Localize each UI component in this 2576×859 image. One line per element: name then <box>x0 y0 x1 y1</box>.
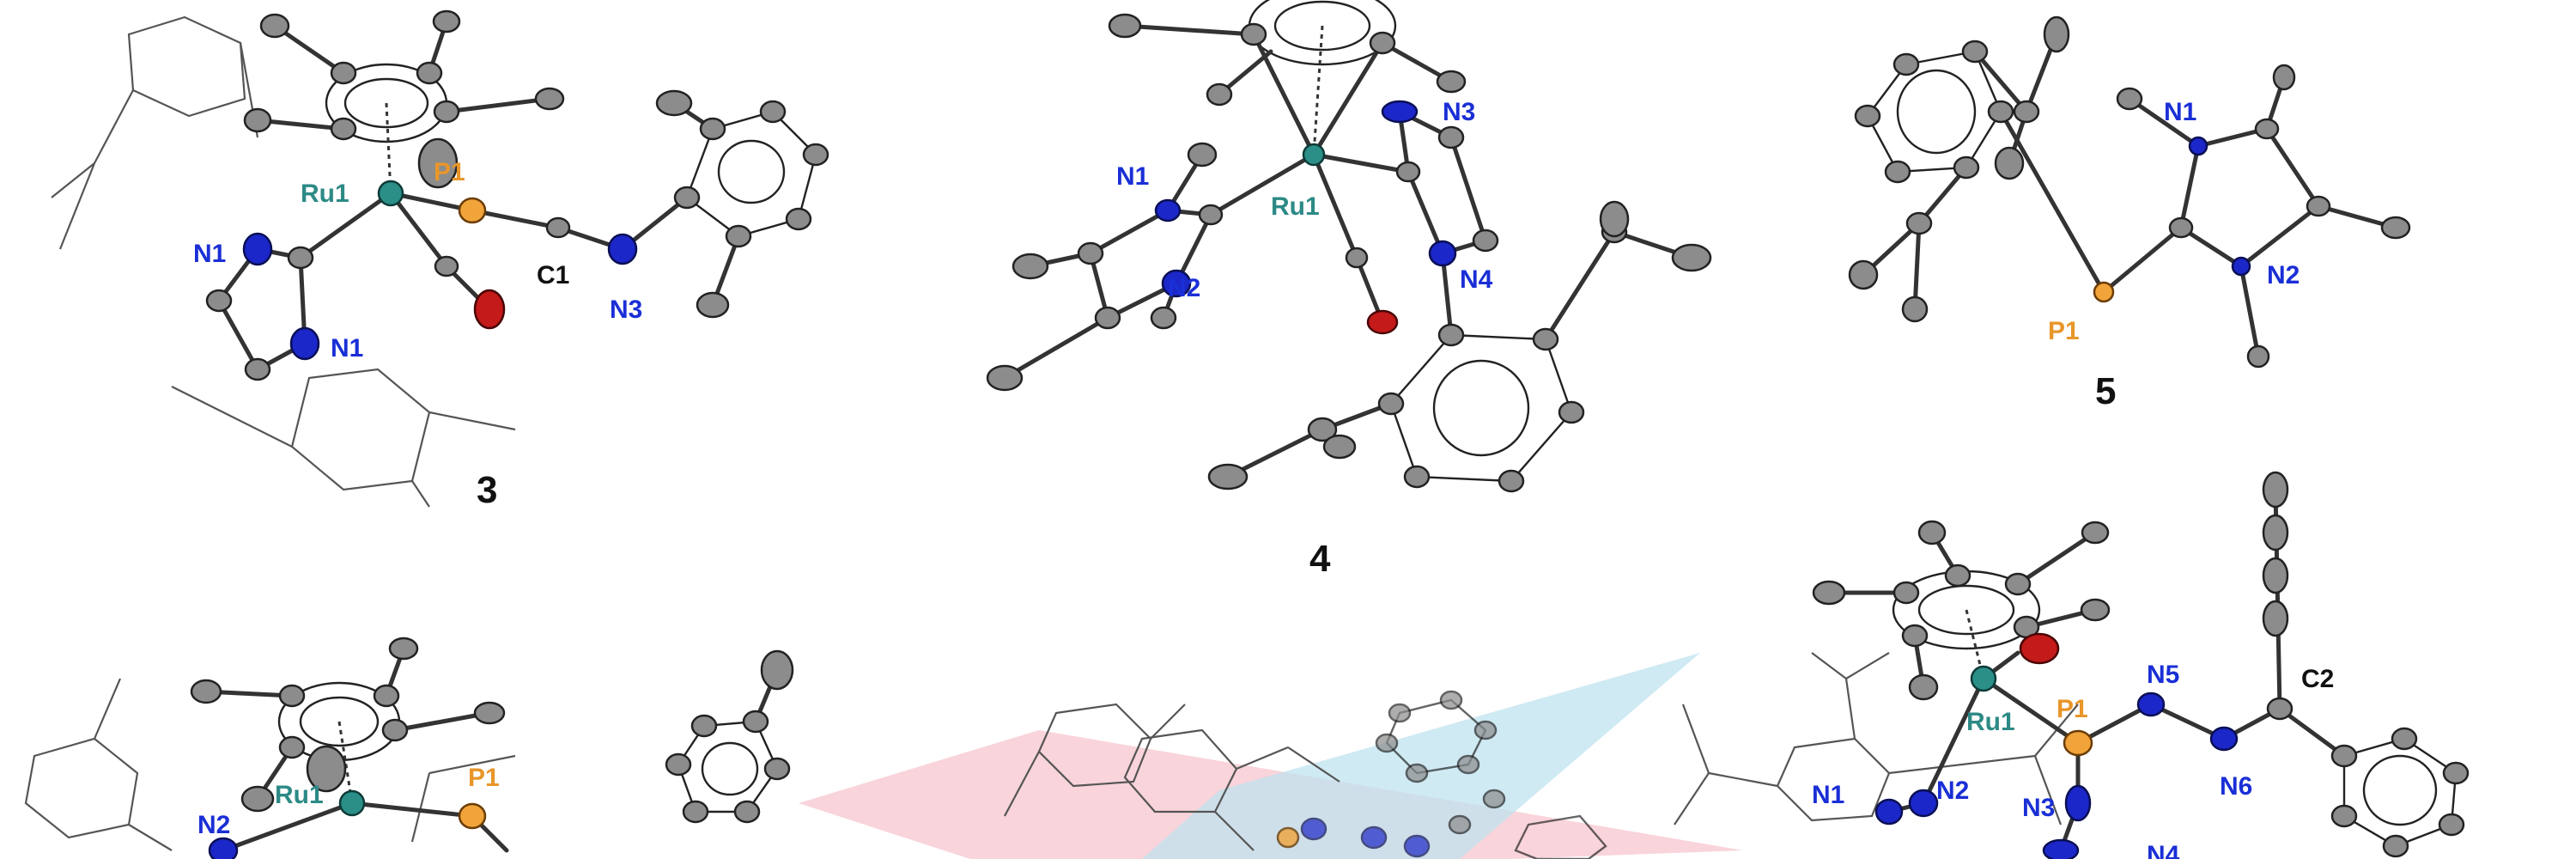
wireframe-bottom-right <box>1674 652 2079 825</box>
label-p1: P1 <box>2048 317 2080 345</box>
label-n3: N3 <box>1443 98 1475 126</box>
label-n1-b: N1 <box>331 334 363 362</box>
label-n1: N1 <box>1812 781 1844 809</box>
label-n3: N3 <box>610 295 642 324</box>
label-ru1: Ru1 <box>1271 192 1320 221</box>
structure-bottom-right: Ru1 P1 N5 N6 C2 N1 N2 N3 N4 <box>1674 471 2470 859</box>
label-n6: N6 <box>2220 772 2252 801</box>
structure-4: Ru1 N1 N2 N3 N4 4 <box>986 0 1712 580</box>
compound-label-5: 5 <box>2095 370 2116 412</box>
label-n1: N1 <box>2164 98 2196 126</box>
structure-bottom-left: Ru1 P1 N2 <box>24 637 794 859</box>
label-c2: C2 <box>2301 665 2334 693</box>
label-ru1: Ru1 <box>275 781 324 809</box>
label-ru1: Ru1 <box>1966 708 2015 736</box>
compound-label-4: 4 <box>1309 538 1331 580</box>
label-n3: N3 <box>2022 794 2055 822</box>
label-p1: P1 <box>468 764 500 792</box>
label-n2: N2 <box>1168 274 1200 302</box>
label-c1: C1 <box>537 261 569 289</box>
plane-blue <box>1142 653 1700 859</box>
label-n2: N2 <box>1936 777 1969 805</box>
structure-5: N1 N2 P1 5 <box>1848 15 2411 412</box>
label-n4: N4 <box>2147 841 2180 859</box>
label-n1: N1 <box>1116 162 1149 191</box>
label-n4: N4 <box>1460 265 1493 294</box>
structure-overlay-planes <box>799 653 1743 859</box>
label-n2: N2 <box>197 811 230 839</box>
wireframe-aryl-bottom <box>171 368 516 508</box>
structure-3: Ru1 P1 C1 N1 N1 N3 3 <box>51 9 829 511</box>
wireframe-aryl-top <box>51 15 259 250</box>
compound-label-3: 3 <box>477 469 497 511</box>
wireframe-overlay <box>1004 703 1340 851</box>
label-p1: P1 <box>434 158 465 186</box>
label-n1-a: N1 <box>193 240 226 268</box>
label-n5: N5 <box>2147 661 2179 689</box>
label-ru1: Ru1 <box>301 180 349 208</box>
label-p1: P1 <box>2057 695 2088 723</box>
label-n2: N2 <box>2267 261 2300 289</box>
